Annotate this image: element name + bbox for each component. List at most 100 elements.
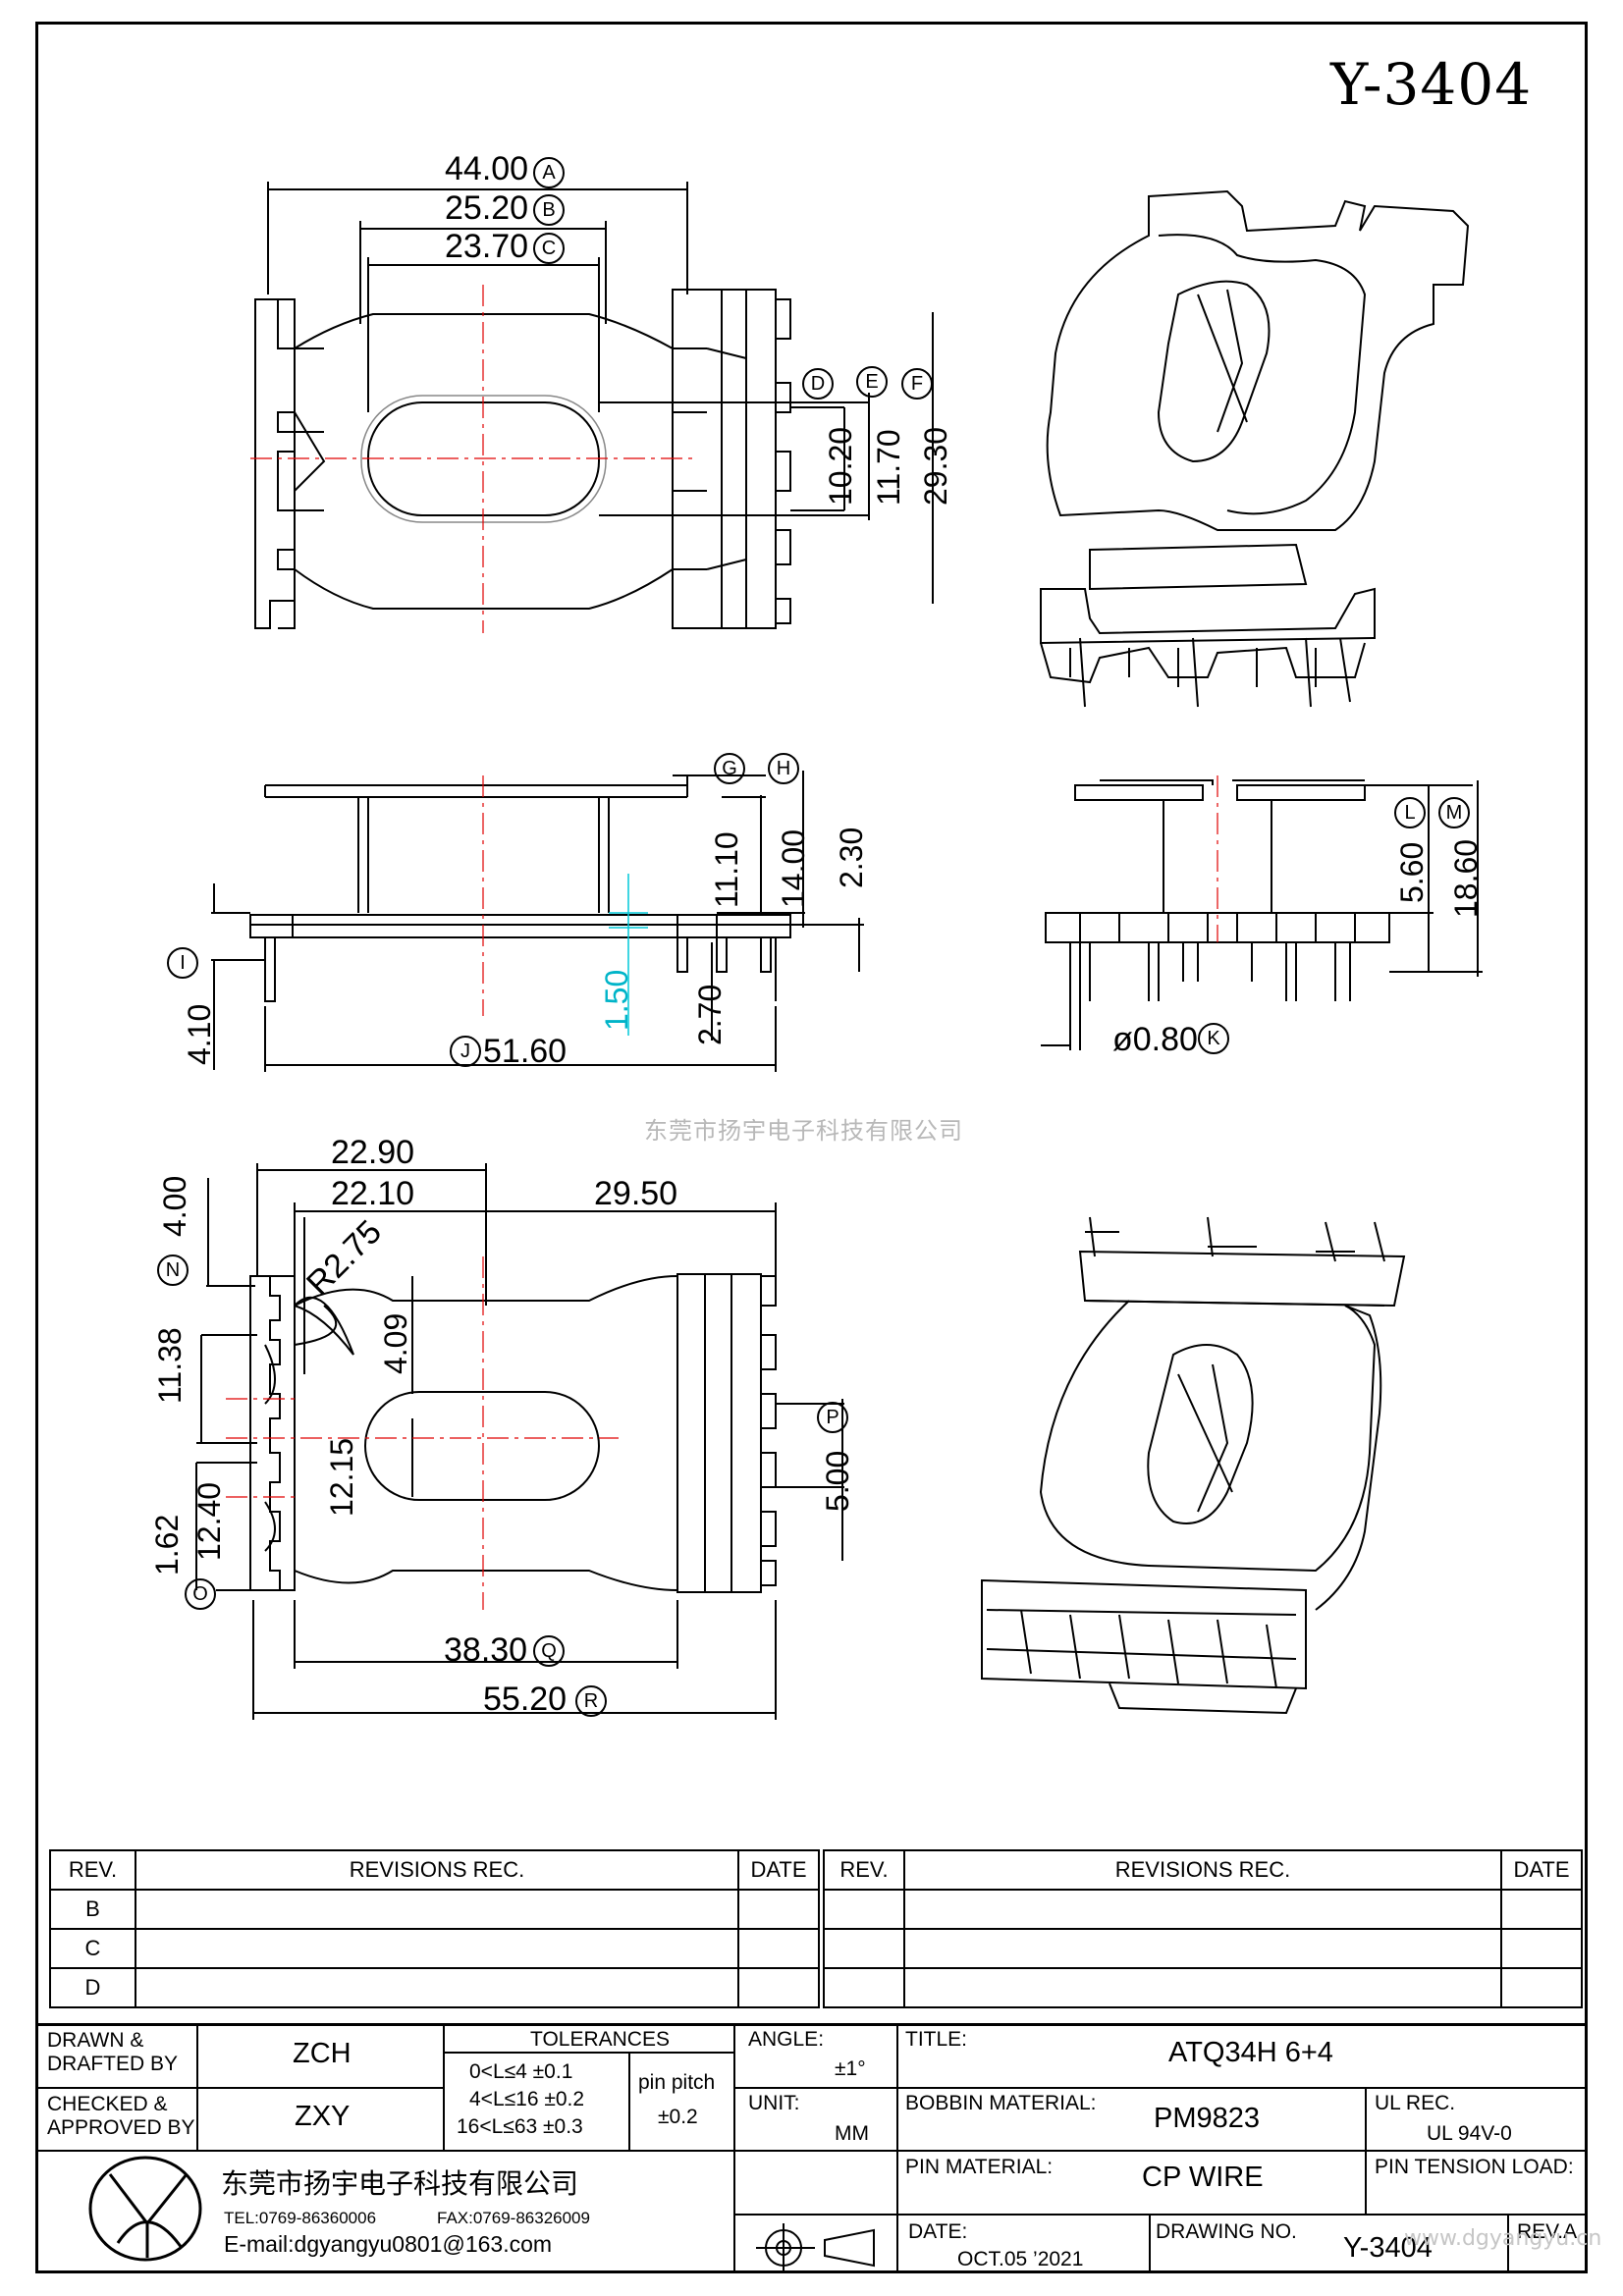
bobbin-material-value: PM9823 (1154, 2103, 1261, 2134)
dim-top-3: 29.50 (594, 1175, 678, 1212)
drawing-no-label: DRAWING NO. (1156, 2220, 1297, 2243)
date-header: DATE (737, 1849, 820, 1891)
label-o: O (185, 1578, 216, 1610)
dim-pin-length: 2.70 (692, 984, 728, 1045)
watermark-site: www.dgyangyu.cn (1404, 2226, 1602, 2251)
dim-h: 14.00 (776, 828, 811, 908)
dim-g: 11.10 (709, 831, 744, 908)
label-a: A (533, 157, 565, 188)
dim-l: 5.60 (1394, 841, 1430, 903)
dim-d: 10.20 (823, 426, 858, 506)
company-email: E-mail:dgyangyu0801@163.com (224, 2231, 553, 2257)
top-view (254, 182, 934, 629)
dim-o-1: 11.38 (152, 1327, 188, 1404)
drawn-value: ZCH (293, 2038, 352, 2069)
drawn-label: DRAWN &DRAFTED BY (47, 2029, 179, 2075)
dim-b: 25.20 (445, 189, 529, 227)
label-k: K (1198, 1023, 1229, 1054)
rev-row-b: B (49, 1889, 136, 1930)
label-j: J (450, 1036, 481, 1067)
dim-top-1: 22.90 (331, 1134, 415, 1171)
dim-cyan: 1.50 (599, 969, 634, 1031)
pin-material-label: PIN MATERIAL: (905, 2156, 1054, 2178)
revisions-header: REVISIONS REC. (135, 1849, 739, 1891)
dim-o-2: 1.62 (149, 1514, 185, 1575)
dim-o-3: 12.40 (191, 1481, 227, 1561)
drawing-number: Y-3404 (1330, 51, 1533, 118)
label-c: C (533, 233, 565, 264)
dim-e: 11.70 (871, 429, 906, 506)
pin-pitch-value: ±0.2 (658, 2106, 698, 2128)
dim-w2: 12.15 (324, 1437, 359, 1517)
label-m: M (1438, 797, 1470, 828)
revision-table-left: REV. REVISIONS REC. DATE B C D (49, 1849, 820, 2008)
rev-row-d: D (49, 1967, 136, 2008)
watermark-company: 东莞市扬宇电子科技有限公司 (644, 1117, 963, 1145)
dim-p: 5.00 (820, 1450, 855, 1512)
angle-label: ANGLE: (748, 2028, 825, 2051)
company-logo (88, 2156, 202, 2262)
date-header-2: DATE (1500, 1849, 1583, 1891)
iso-view-top (1040, 189, 1470, 708)
dim-f: 29.30 (918, 426, 953, 506)
company-name: 东莞市扬宇电子科技有限公司 (221, 2167, 579, 2200)
tolerances-label: TOLERANCES (530, 2028, 670, 2051)
label-q: Q (533, 1635, 565, 1667)
bobbin-material-label: BOBBIN MATERIAL: (905, 2092, 1097, 2114)
dim-c: 23.70 (445, 228, 529, 265)
label-f: F (901, 368, 933, 400)
label-d: D (802, 368, 834, 400)
rev-value: REV.A (1517, 2220, 1578, 2243)
dim-a: 44.00 (445, 150, 529, 187)
pin-tension-label: PIN TENSION LOAD: (1375, 2156, 1574, 2178)
date-label: DATE: (908, 2220, 968, 2243)
projection-symbol (756, 2223, 875, 2272)
dim-m: 18.60 (1448, 838, 1484, 918)
angle-value: ±1° (835, 2057, 866, 2080)
label-i: I (167, 947, 198, 979)
rev-header-2: REV. (823, 1849, 905, 1891)
label-g: G (714, 753, 745, 784)
title-value: ATQ34H 6+4 (1168, 2037, 1333, 2068)
date-value: OCT.05 ’2021 (957, 2248, 1084, 2270)
dim-top-2: 22.10 (331, 1175, 415, 1212)
tolerance-1: 0<L≤4 ±0.1 (469, 2060, 573, 2083)
ul-rec-label: UL REC. (1375, 2092, 1456, 2114)
checked-label: CHECKED &APPROVED BY (47, 2093, 195, 2139)
ul-rec-value: UL 94V-0 (1427, 2122, 1512, 2145)
rev-row-c: C (49, 1928, 136, 1969)
checked-value: ZXY (295, 2101, 351, 2132)
drawing-frame (35, 22, 1588, 2273)
revisions-header-2: REVISIONS REC. (903, 1849, 1502, 1891)
rev-header: REV. (49, 1849, 136, 1891)
tolerance-2: 4<L≤16 ±0.2 (469, 2088, 585, 2110)
dim-k: ø0.80 (1112, 1021, 1198, 1058)
pin-material-value: CP WIRE (1142, 2162, 1264, 2193)
dim-h2: 2.30 (834, 827, 869, 888)
label-l: L (1394, 797, 1426, 828)
label-b: B (533, 194, 565, 226)
title-label: TITLE: (905, 2028, 968, 2051)
label-r: R (575, 1685, 607, 1717)
tolerance-3: 16<L≤63 ±0.3 (457, 2115, 583, 2138)
front-view (211, 771, 864, 1072)
company-tel: TEL:0769-86360006 (224, 2209, 377, 2227)
dim-r: 55.20 (483, 1681, 568, 1718)
dim-w1: 4.09 (378, 1312, 413, 1374)
company-fax: FAX:0769-86326009 (437, 2209, 590, 2227)
label-p: P (817, 1402, 848, 1433)
dim-i: 4.10 (182, 1003, 217, 1065)
dim-n: 4.00 (157, 1175, 192, 1237)
unit-value: MM (835, 2122, 869, 2145)
label-e: E (856, 366, 888, 398)
pin-pitch-label: pin pitch (638, 2071, 716, 2094)
label-n: N (157, 1255, 189, 1286)
revision-table-right: REV. REVISIONS REC. DATE (823, 1849, 1583, 2008)
label-h: H (768, 753, 799, 784)
iso-view-bottom (981, 1216, 1406, 1715)
unit-label: UNIT: (748, 2092, 800, 2114)
dim-j: 51.60 (483, 1033, 568, 1070)
dim-q: 38.30 (444, 1631, 528, 1669)
drawing-no-value: Y-3404 (1343, 2232, 1433, 2264)
